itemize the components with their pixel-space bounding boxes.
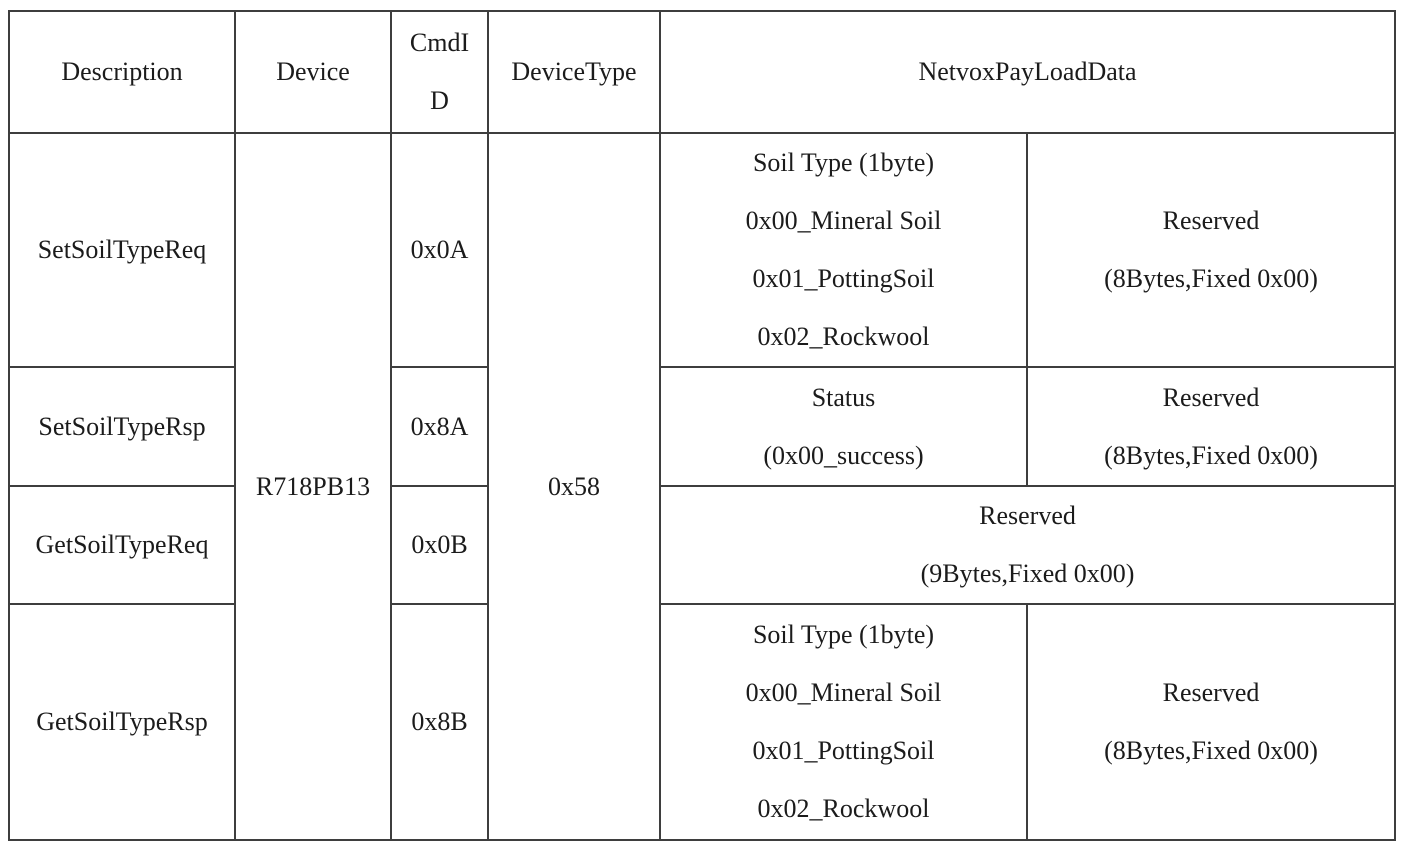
cell-payload-reserved-getrsp: Reserved (8Bytes,Fixed 0x00) — [1025, 603, 1397, 841]
table-row-getsoiltypereq: GetSoilTypeReq 0x0B Reserved (9Bytes,Fix… — [8, 485, 1397, 605]
table-row-getsoiltypersp: GetSoilTypeRsp 0x8B Soil Type (1byte) 0x… — [8, 603, 1397, 841]
header-row: Description Device CmdI D DeviceType Net… — [8, 10, 1397, 134]
cell-cmdid-getsoiltypereq: 0x0B — [390, 485, 489, 605]
header-cell-description: Description — [8, 10, 236, 134]
cell-payload-reserved-setrsp: Reserved (8Bytes,Fixed 0x00) — [1025, 366, 1397, 487]
header-cell-device: Device — [234, 10, 392, 134]
cell-payload-reserved-setreq: Reserved (8Bytes,Fixed 0x00) — [1025, 132, 1397, 368]
table-row-setsoiltypersp: SetSoilTypeRsp 0x8A Status (0x00_success… — [8, 366, 1397, 487]
header-cell-devicetype: DeviceType — [487, 10, 661, 134]
cell-device-merged: R718PB13 — [234, 132, 392, 841]
cell-description-getsoiltypereq: GetSoilTypeReq — [8, 485, 236, 605]
header-cell-payload: NetvoxPayLoadData — [658, 10, 1397, 134]
cell-description-setsoiltypereq: SetSoilTypeReq — [8, 132, 236, 368]
cell-payload-soiltype-getrsp: Soil Type (1byte) 0x00_Mineral Soil 0x01… — [659, 603, 1028, 841]
cell-payload-status-setrsp: Status (0x00_success) — [659, 366, 1028, 487]
cell-description-setsoiltypersp: SetSoilTypeRsp — [8, 366, 236, 487]
cell-payload-soiltype-setreq: Soil Type (1byte) 0x00_Mineral Soil 0x01… — [659, 132, 1028, 368]
cell-devicetype-merged: 0x58 — [487, 132, 661, 841]
table-row-setsoiltypereq: SetSoilTypeReq R718PB13 0x0A 0x58 Soil T… — [8, 132, 1397, 841]
cell-payload-reserved-getreq: Reserved (9Bytes,Fixed 0x00) — [658, 485, 1397, 605]
cell-description-getsoiltypersp: GetSoilTypeRsp — [8, 603, 236, 841]
cell-cmdid-setsoiltypereq: 0x0A — [390, 132, 489, 368]
command-table: Description Device CmdI D DeviceType Net… — [8, 10, 1397, 841]
header-cell-cmdid: CmdI D — [390, 10, 489, 134]
cell-cmdid-getsoiltypersp: 0x8B — [390, 603, 489, 841]
cell-cmdid-setsoiltypersp: 0x8A — [390, 366, 489, 487]
